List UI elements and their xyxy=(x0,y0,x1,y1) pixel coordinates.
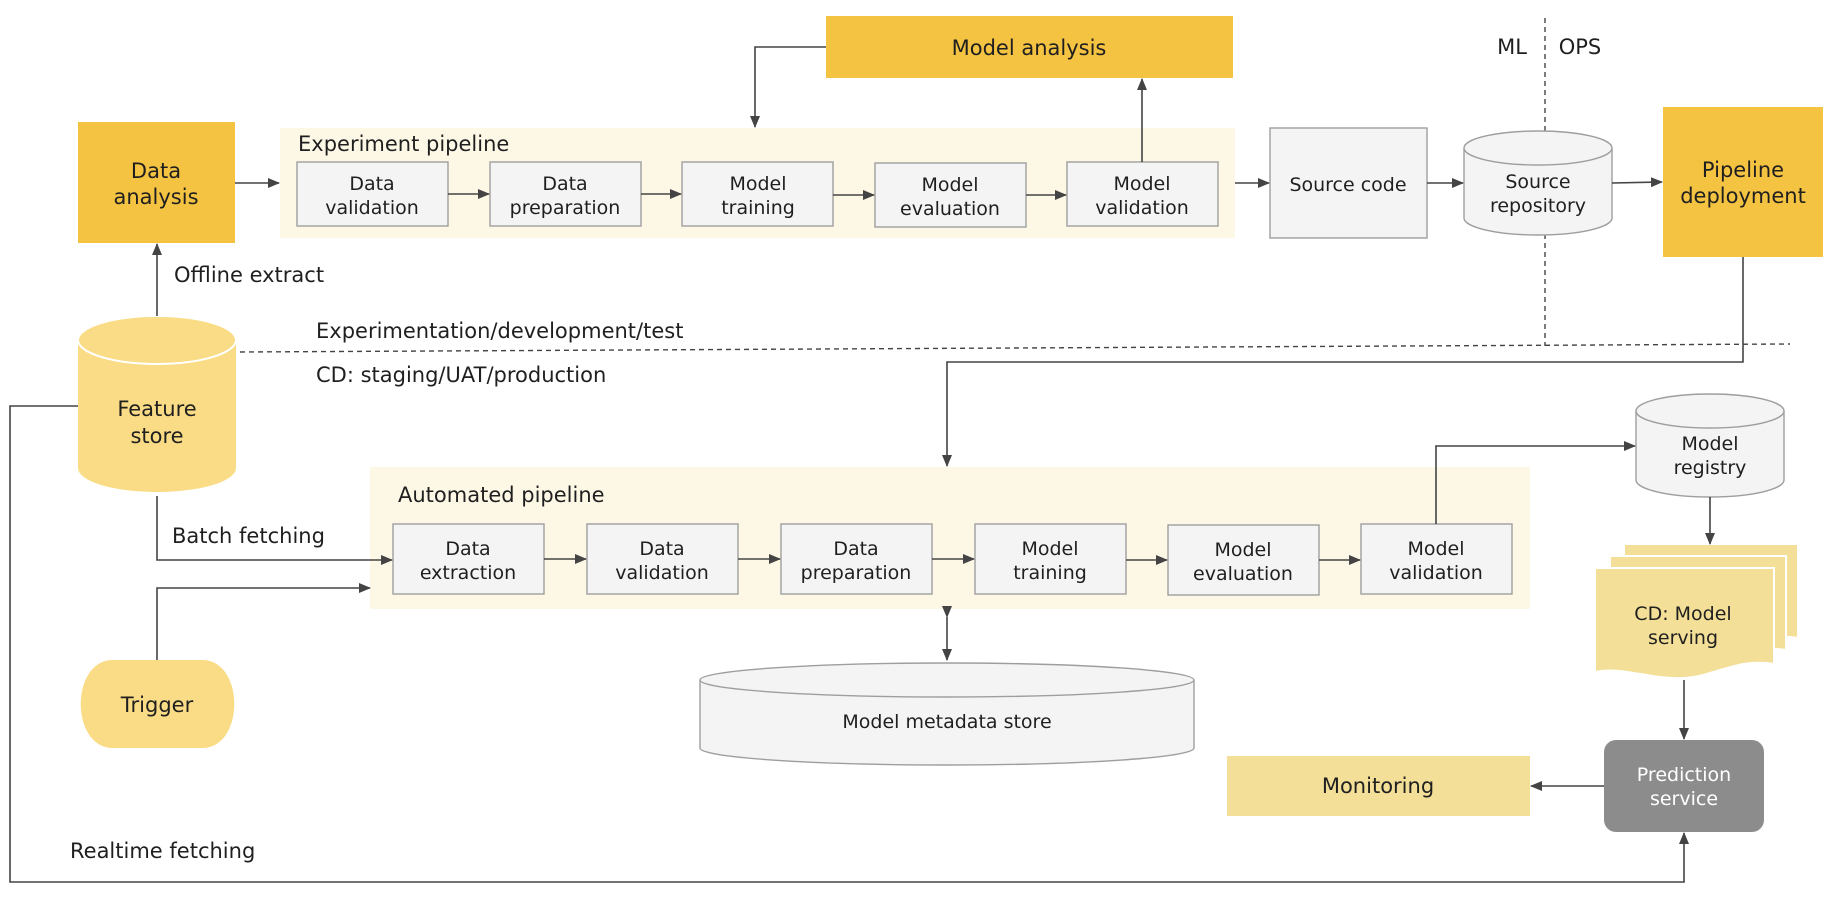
auto-step-model-evaluation[interactable]: Model evaluation xyxy=(1167,524,1320,596)
data-analysis-label-2: analysis xyxy=(113,185,198,209)
svg-text:Model: Model xyxy=(1021,538,1078,560)
svg-text:deployment: deployment xyxy=(1680,184,1806,208)
cd-model-serving-stack[interactable]: CD: Model serving xyxy=(1594,543,1799,680)
svg-text:Trigger: Trigger xyxy=(120,693,194,717)
svg-text:Source code: Source code xyxy=(1289,174,1406,196)
feature-store-cylinder[interactable]: Feature store xyxy=(77,315,237,492)
arrow-model-analysis-to-pipeline xyxy=(750,46,826,128)
svg-text:validation: validation xyxy=(1389,562,1483,584)
svg-text:Model: Model xyxy=(729,173,786,195)
arrow-trigger xyxy=(156,583,371,660)
exp-step-model-training[interactable]: Model training xyxy=(681,161,834,227)
svg-text:Prediction: Prediction xyxy=(1637,764,1731,786)
source-repository-cylinder[interactable]: Source repository xyxy=(1463,130,1613,236)
trigger-shape[interactable]: Trigger xyxy=(80,660,235,748)
exp-step-data-validation[interactable]: Data validation xyxy=(296,161,449,227)
cd-zone-label: CD: staging/UAT/production xyxy=(316,363,606,387)
experimentation-zone-label: Experimentation/development/test xyxy=(316,319,683,343)
svg-text:Feature: Feature xyxy=(117,397,196,421)
ops-label: OPS xyxy=(1559,35,1602,59)
zone-divider-line xyxy=(239,343,1791,353)
offline-extract-label: Offline extract xyxy=(174,263,324,287)
model-registry-cylinder[interactable]: Model registry xyxy=(1635,393,1785,498)
auto-step-data-validation[interactable]: Data validation xyxy=(586,523,739,595)
model-analysis-box[interactable] xyxy=(826,16,1233,78)
svg-text:CD: Model: CD: Model xyxy=(1634,603,1731,625)
svg-text:validation: validation xyxy=(615,562,709,584)
svg-text:Model: Model xyxy=(1113,173,1170,195)
auto-step-data-extraction[interactable]: Data extraction xyxy=(392,523,545,595)
svg-text:evaluation: evaluation xyxy=(1193,563,1293,585)
ml-label: ML xyxy=(1497,35,1527,59)
batch-fetching-label: Batch fetching xyxy=(172,524,325,548)
svg-text:preparation: preparation xyxy=(510,197,621,219)
source-code-box[interactable]: Source code xyxy=(1269,127,1428,239)
svg-text:Data: Data xyxy=(445,538,490,560)
svg-text:Model metadata store: Model metadata store xyxy=(842,711,1051,733)
svg-text:training: training xyxy=(721,197,795,219)
svg-text:Data: Data xyxy=(833,538,878,560)
svg-text:Monitoring: Monitoring xyxy=(1322,774,1434,798)
svg-text:preparation: preparation xyxy=(801,562,912,584)
arrow-batch-fetching xyxy=(156,496,393,565)
realtime-fetching-label: Realtime fetching xyxy=(70,839,255,863)
svg-text:Pipeline: Pipeline xyxy=(1702,158,1784,182)
svg-text:validation: validation xyxy=(1095,197,1189,219)
exp-step-model-validation[interactable]: Model validation xyxy=(1066,161,1219,227)
svg-text:validation: validation xyxy=(325,197,419,219)
experiment-pipeline-title: Experiment pipeline xyxy=(298,132,509,156)
automated-pipeline-panel xyxy=(370,467,1530,609)
prediction-service-box[interactable]: Prediction service xyxy=(1604,740,1764,832)
arrow-deployment-to-automated xyxy=(942,257,1744,467)
svg-text:extraction: extraction xyxy=(420,562,516,584)
arrow-repo-to-deployment xyxy=(1611,177,1663,188)
svg-text:Data: Data xyxy=(349,173,394,195)
monitoring-box[interactable]: Monitoring xyxy=(1227,756,1530,816)
arrow-validation-to-registry xyxy=(1435,441,1636,524)
model-metadata-store-cylinder[interactable]: Model metadata store xyxy=(699,662,1195,766)
svg-text:training: training xyxy=(1013,562,1087,584)
svg-text:Model: Model xyxy=(1214,539,1271,561)
auto-step-data-preparation[interactable]: Data preparation xyxy=(780,523,933,595)
svg-text:registry: registry xyxy=(1674,457,1747,479)
svg-text:evaluation: evaluation xyxy=(900,198,1000,220)
svg-text:repository: repository xyxy=(1490,195,1586,217)
svg-text:Data: Data xyxy=(639,538,684,560)
svg-text:Model: Model xyxy=(1681,433,1738,455)
auto-step-model-training[interactable]: Model training xyxy=(974,523,1127,595)
svg-text:store: store xyxy=(130,424,183,448)
auto-step-model-validation[interactable]: Model validation xyxy=(1360,523,1513,595)
svg-text:Data: Data xyxy=(542,173,587,195)
model-analysis-label: Model analysis xyxy=(952,36,1107,60)
exp-step-data-preparation[interactable]: Data preparation xyxy=(489,161,642,227)
pipeline-deployment-box[interactable]: Pipeline deployment xyxy=(1663,107,1823,257)
arrow-realtime-fetching xyxy=(9,405,1689,883)
automated-pipeline-title: Automated pipeline xyxy=(398,483,605,507)
svg-text:Source: Source xyxy=(1505,171,1570,193)
svg-text:serving: serving xyxy=(1648,627,1718,649)
svg-text:Model: Model xyxy=(921,174,978,196)
svg-text:Model: Model xyxy=(1407,538,1464,560)
data-analysis-label: Data xyxy=(131,159,181,183)
svg-text:service: service xyxy=(1650,788,1718,810)
data-analysis-box[interactable] xyxy=(78,122,235,243)
exp-step-model-evaluation[interactable]: Model evaluation xyxy=(874,162,1027,228)
